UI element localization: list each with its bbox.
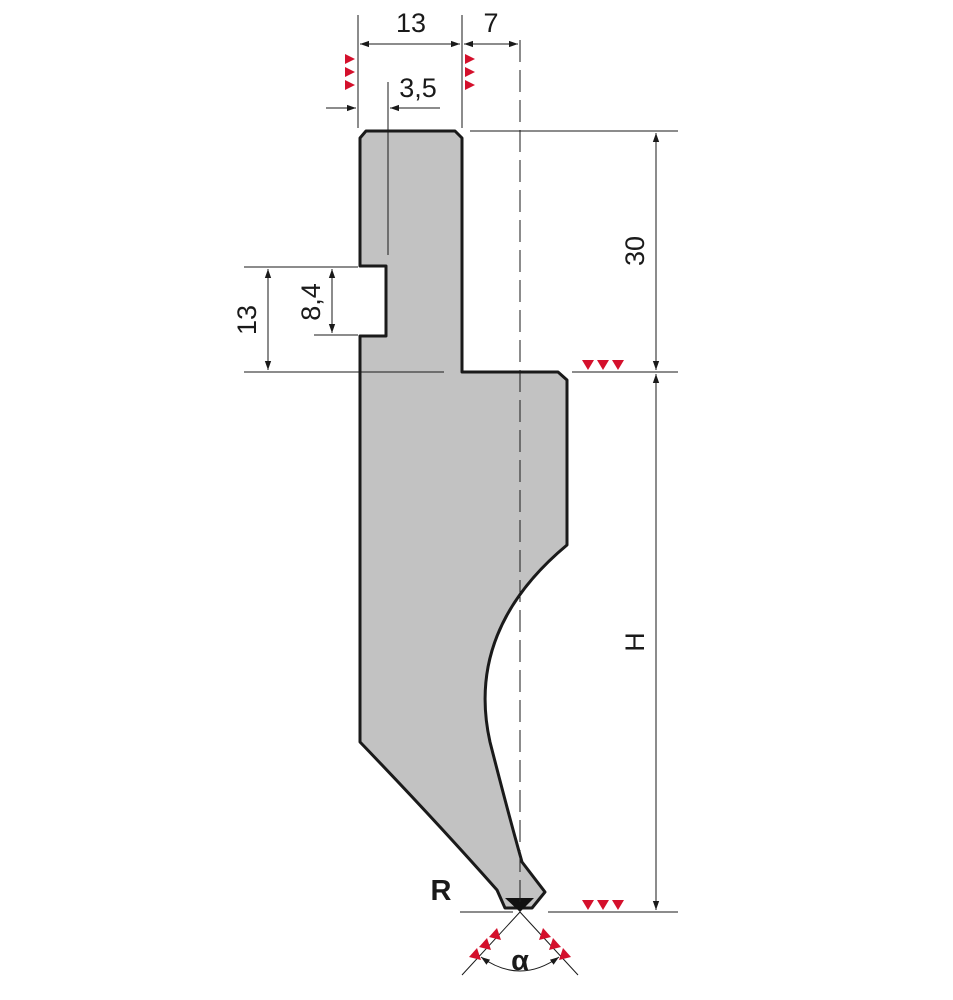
dim-label-tip-angle: α [511, 945, 529, 977]
reference-marker-bottom [582, 900, 624, 910]
angle-arc [480, 956, 560, 972]
dim-label-top-offset: 7 [483, 8, 498, 38]
reference-marker-top-left [345, 54, 355, 90]
dim-label-tip-radius: R [431, 875, 452, 907]
reference-marker-tip-left [469, 928, 501, 960]
reference-marker-tip-right [539, 928, 571, 960]
dim-label-slot-height: 8,4 [296, 283, 326, 321]
dim-label-slot-offset: 3,5 [399, 73, 437, 103]
reference-marker-shoulder [582, 360, 624, 370]
dim-label-top-width: 13 [396, 8, 426, 38]
reference-marker-top-right [465, 54, 475, 90]
dim-label-tool-height: H [620, 632, 650, 652]
angle-line-right [519, 911, 579, 976]
dim-label-slot-depth: 13 [232, 305, 262, 335]
tool-tip [505, 898, 534, 912]
dim-label-upper-height: 30 [620, 236, 650, 266]
tool-profile [358, 129, 569, 910]
angle-line-left [461, 911, 521, 976]
